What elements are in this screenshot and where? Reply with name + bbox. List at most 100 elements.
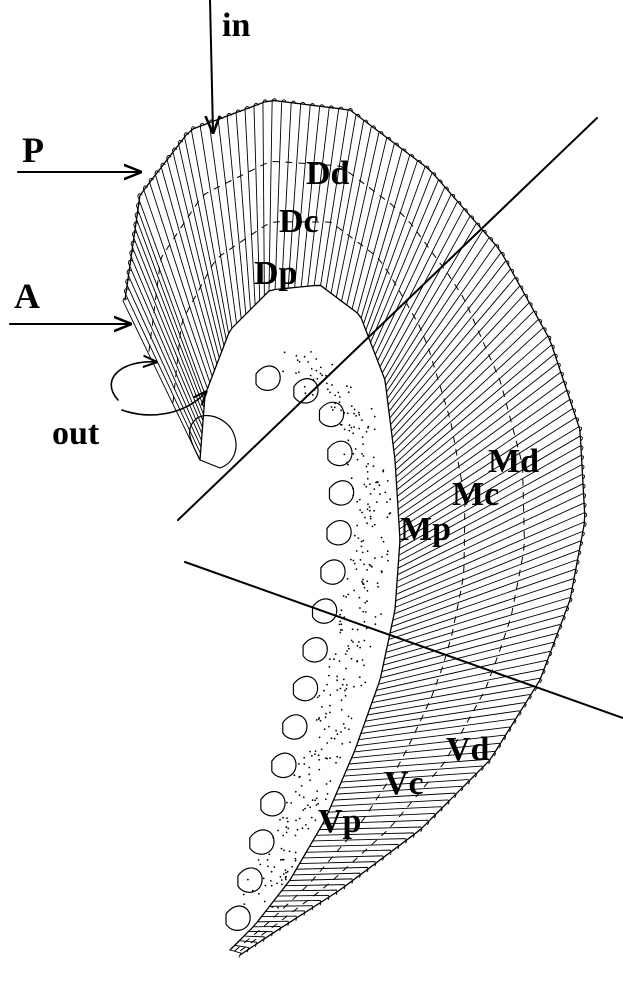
stipple-dot — [355, 448, 357, 450]
stipple-dot — [345, 653, 347, 655]
stipple-dot — [243, 903, 245, 905]
stipple-dot — [295, 860, 297, 862]
stipple-dot — [356, 568, 358, 570]
stipple-dot — [297, 359, 299, 361]
stipple-dot — [361, 453, 363, 455]
stipple-dot — [282, 835, 284, 837]
stipple-dot — [328, 675, 330, 677]
stipple-dot — [351, 477, 353, 479]
stipple-dot — [346, 684, 348, 686]
stipple-dot — [243, 894, 245, 896]
stipple-dot — [359, 607, 361, 609]
stipple-dot — [343, 412, 345, 414]
stipple-dot — [339, 660, 341, 662]
stipple-dot — [331, 384, 333, 386]
stipple-dot — [352, 487, 354, 489]
filament — [387, 238, 493, 393]
filament — [167, 156, 220, 359]
stipple-dot — [303, 763, 305, 765]
stipple-dot — [364, 484, 366, 486]
stipple-dot — [348, 648, 350, 650]
stipple-dot — [315, 358, 317, 360]
stipple-dot — [312, 799, 314, 801]
stipple-dot — [329, 694, 331, 696]
filament — [394, 311, 537, 450]
stipple-dot — [303, 757, 305, 759]
stipple-dot — [299, 361, 301, 363]
raker — [238, 868, 262, 892]
stipple-dot — [373, 510, 375, 512]
in-arrow — [210, 0, 213, 132]
stipple-dot — [344, 690, 346, 692]
stipple-dot — [360, 685, 362, 687]
stipple-dot — [329, 392, 331, 394]
stipple-dot — [332, 409, 334, 411]
stipple-dot — [361, 512, 363, 514]
filament — [236, 110, 250, 310]
filament — [269, 906, 312, 910]
stipple-dot — [386, 501, 388, 503]
stipple-dot — [374, 524, 376, 526]
stipple-dot — [298, 776, 300, 778]
stipple-dot — [252, 890, 254, 892]
stipple-dot — [370, 518, 372, 520]
stipple-dot — [354, 409, 356, 411]
stipple-dot — [277, 830, 279, 832]
stipple-dot — [351, 405, 353, 407]
stipple-dot — [286, 817, 288, 819]
stipple-dot — [340, 731, 342, 733]
stipple-dot — [284, 351, 286, 353]
filament — [321, 108, 353, 285]
stipple-dot — [343, 723, 345, 725]
stipple-dot — [345, 596, 347, 598]
stipple-dot — [301, 785, 303, 787]
stipple-dot — [348, 728, 350, 730]
stipple-dot — [279, 819, 281, 821]
stipple-dot — [349, 424, 351, 426]
stipple-dot — [389, 498, 391, 500]
stipple-dot — [339, 757, 341, 759]
stipple-dot — [362, 579, 364, 581]
stipple-dot — [376, 501, 378, 503]
stipple-dot — [343, 595, 345, 597]
stipple-dot — [367, 508, 369, 510]
filament — [130, 251, 203, 428]
stipple-dot — [286, 826, 288, 828]
filament — [361, 711, 521, 734]
stipple-dot — [362, 611, 364, 613]
stipple-dot — [304, 808, 306, 810]
filament — [385, 607, 569, 659]
stipple-dot — [363, 664, 365, 666]
stipple-dot — [310, 351, 312, 353]
stipple-dot — [329, 658, 331, 660]
stipple-dot — [351, 658, 353, 660]
stipple-dot — [309, 779, 311, 781]
stipple-dot — [335, 762, 337, 764]
stipple-dot — [382, 469, 384, 471]
stipple-dot — [334, 395, 336, 397]
stipple-dot — [340, 629, 342, 631]
stipple-dot — [336, 689, 338, 691]
stipple-dot — [326, 783, 328, 785]
stipple-dot — [356, 525, 358, 527]
stipple-dot — [364, 602, 366, 604]
stipple-dot — [370, 493, 372, 495]
stipple-dot — [347, 594, 349, 596]
label-vc: Vc — [384, 765, 424, 802]
stipple-dot — [295, 820, 297, 822]
filament — [387, 588, 573, 646]
stipple-dot — [281, 879, 283, 881]
label-dc: Dc — [279, 203, 319, 240]
filament — [336, 126, 375, 297]
stipple-dot — [337, 733, 339, 735]
filament — [352, 143, 398, 309]
stipple-dot — [295, 791, 297, 793]
stipple-dot — [374, 557, 376, 559]
stipple-dot — [326, 684, 328, 686]
filament — [395, 320, 542, 458]
stipple-dot — [294, 774, 296, 776]
stipple-dot — [318, 759, 320, 761]
stipple-dot — [259, 864, 261, 866]
stipple-dot — [321, 374, 323, 376]
stipple-dot — [285, 872, 287, 874]
